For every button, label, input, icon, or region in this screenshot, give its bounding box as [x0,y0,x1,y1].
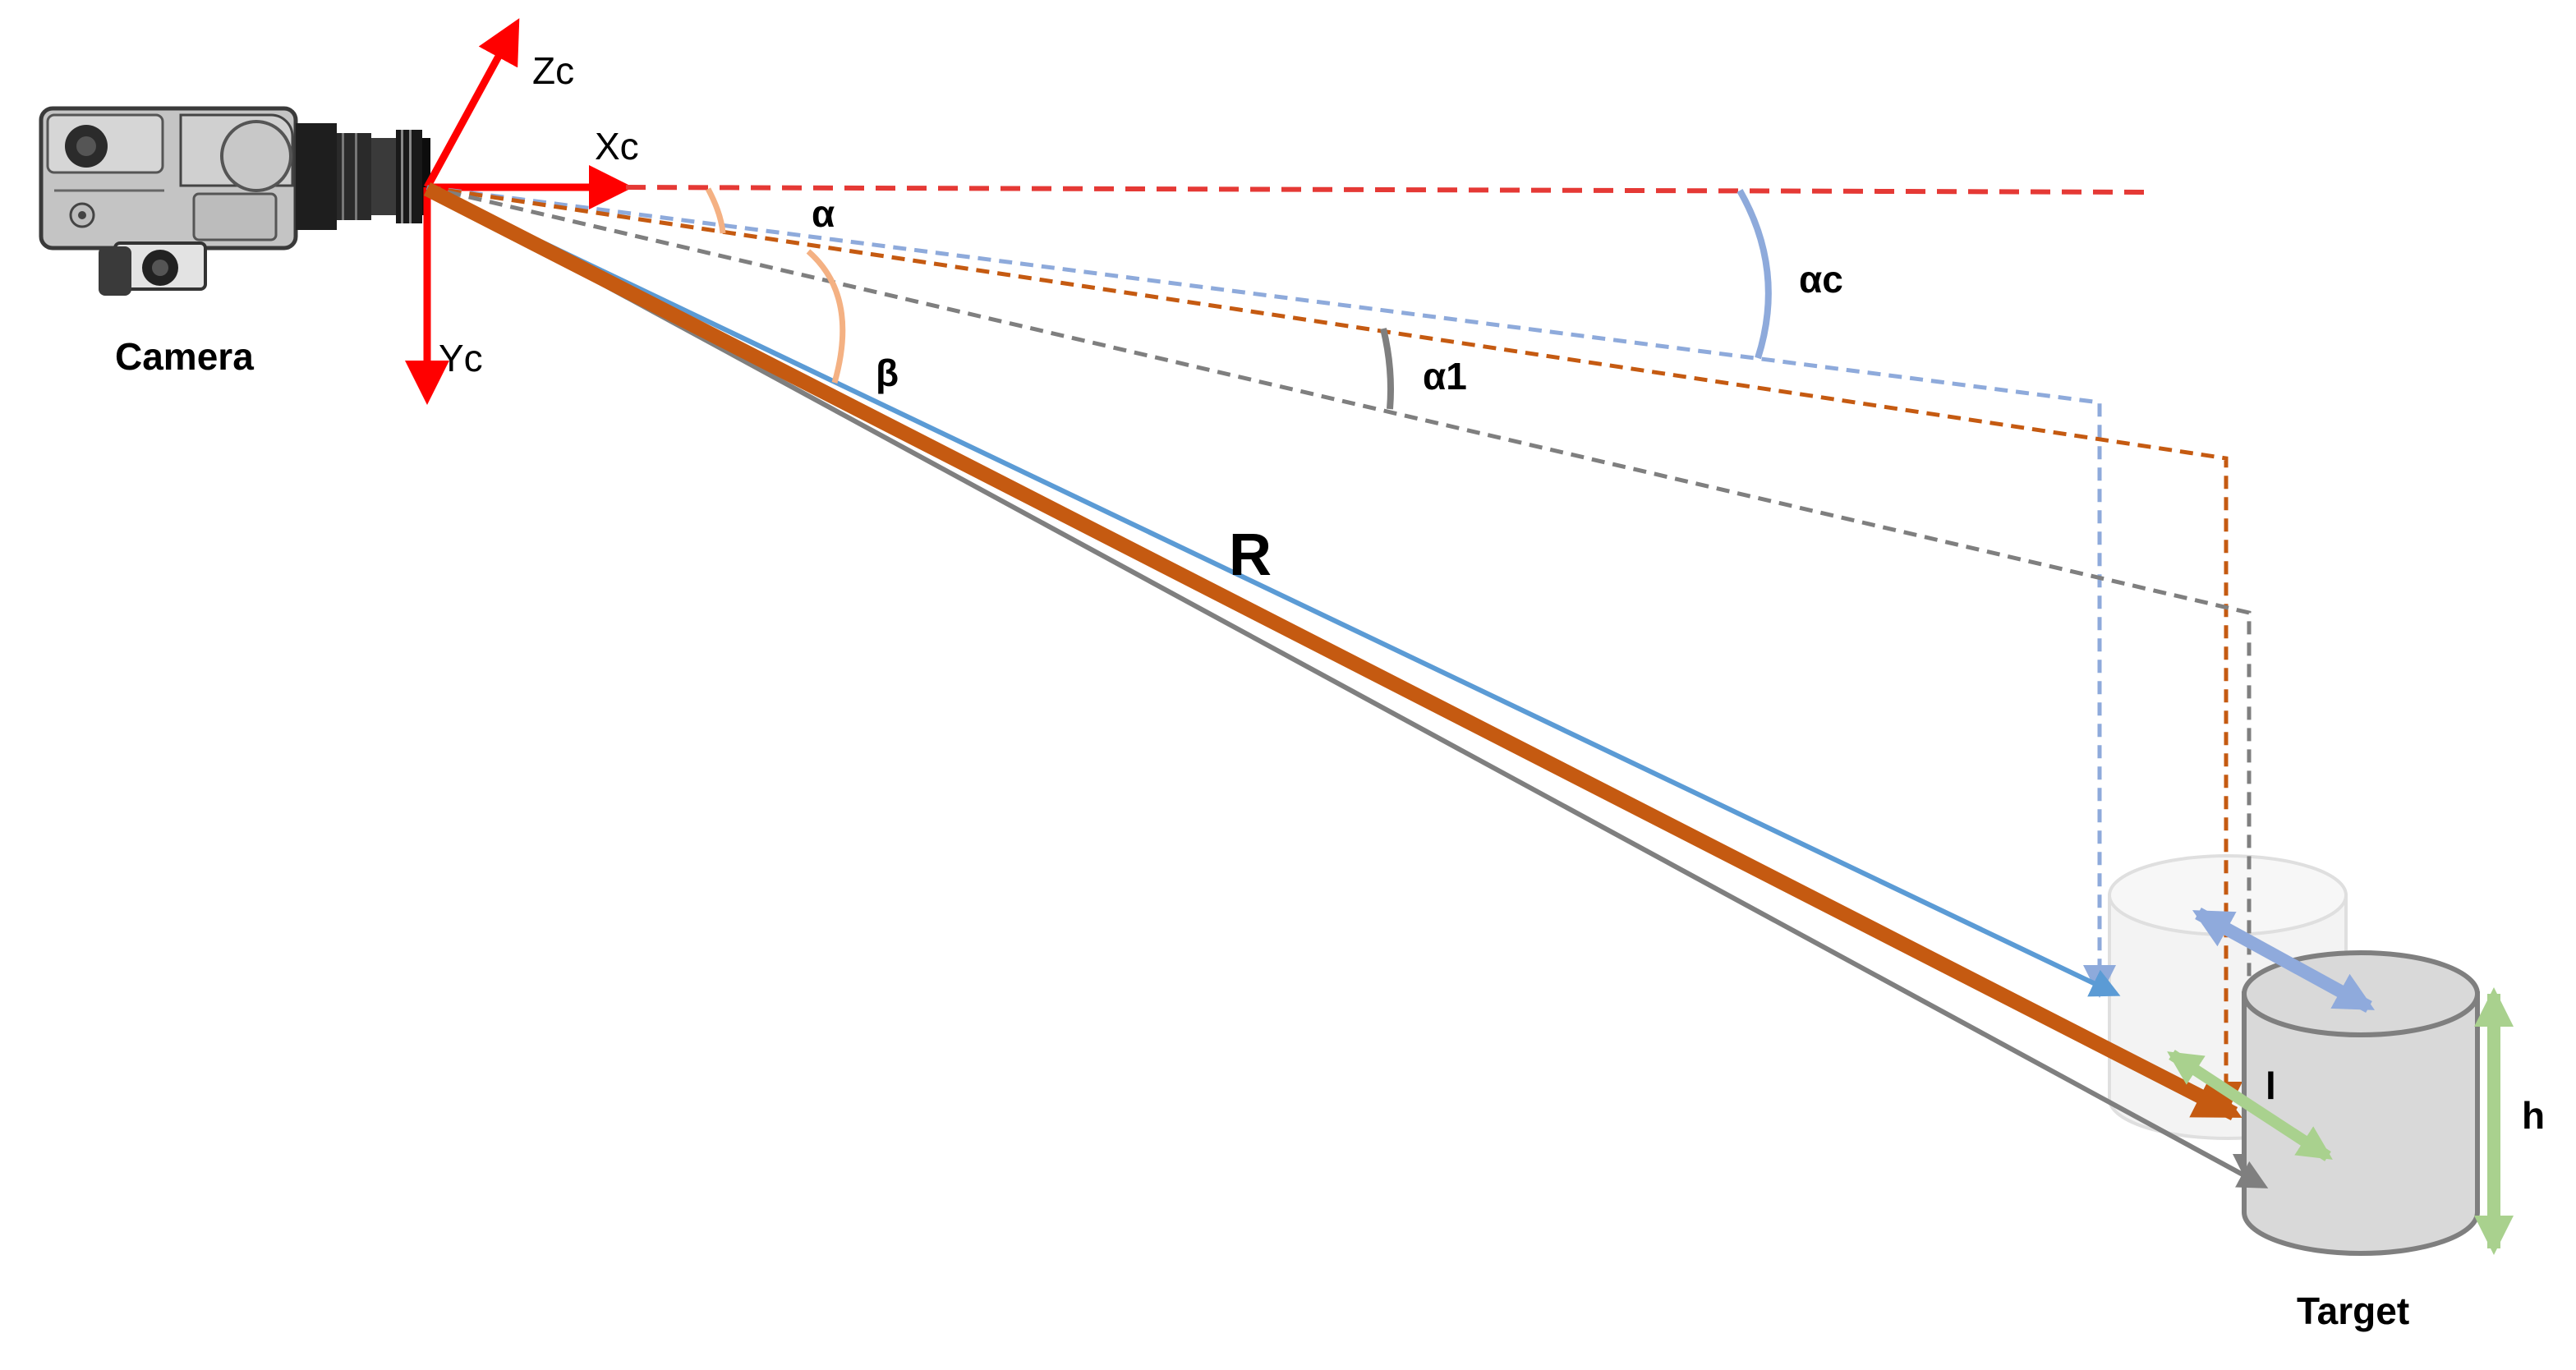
optical-axis-line [625,185,2146,195]
zc-axis-arrow [424,18,520,190]
gray-ray-line [426,186,2269,1188]
range-ray-line [423,182,2242,1121]
alpha-angle-arc [705,187,726,234]
blue-projection-line [426,185,2116,998]
alpha-1-label: α1 [1423,355,1467,398]
target-label: Target [2297,1290,2409,1332]
xc-axis-label: Xc [595,125,639,168]
alpha-c-angle-arc [1736,189,1772,360]
yc-axis-label: Yc [439,337,483,379]
beta-label: β [876,352,899,394]
length-arrow [2167,1050,2333,1161]
camera-icon [39,106,430,296]
orange-projection-line [426,185,2242,1115]
alpha-c-label: αc [1799,258,1843,301]
blue-ray-line [426,185,2121,997]
range-label: R [1229,522,1272,588]
height-label: h [2522,1094,2545,1137]
length-label: l [2266,1064,2276,1107]
camera-label: Camera [115,335,254,378]
zc-axis-label: Zc [532,49,574,92]
displacement-arrow [2192,907,2376,1014]
alpha-1-angle-arc [1380,328,1394,410]
alpha-label: α [812,192,835,235]
beta-angle-arc [806,249,846,384]
